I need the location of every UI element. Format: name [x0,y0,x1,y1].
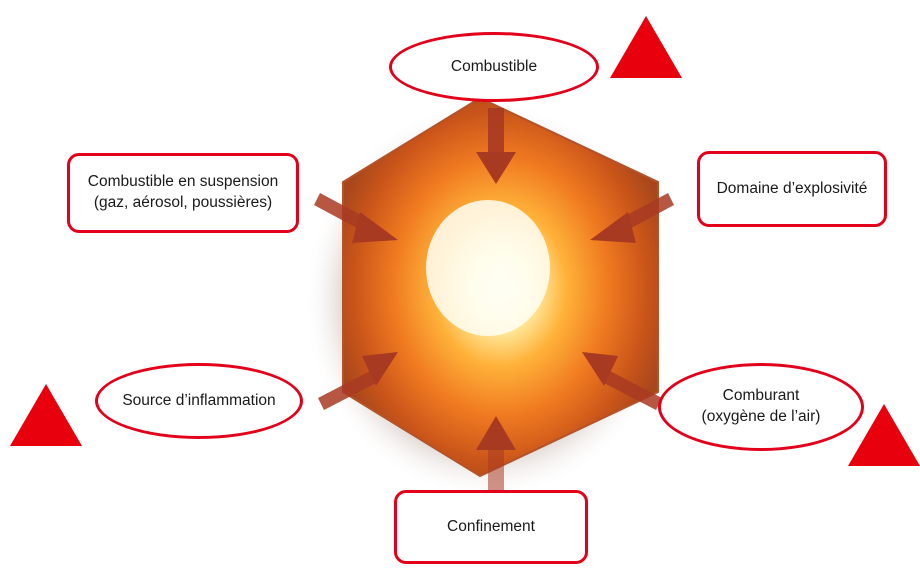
label-domaine-explosivite: Domaine d’explosivité [697,151,887,227]
label-comburant: Comburant (oxygène de l’air) [658,363,864,451]
red-triangle-right [848,404,920,466]
label-confinement: Confinement [394,490,588,564]
arrow-upper-left [314,193,398,243]
label-suspension-line1: Combustible en suspension [87,173,279,191]
arrow-lower-left [318,352,398,410]
arrow-top [476,108,516,184]
label-confinement-text: Confinement [447,517,535,535]
label-suspension-line2: (gaz, aérosol, poussières) [93,194,273,211]
label-domaine-text: Domaine d’explosivité [716,179,868,197]
label-combustible-text: Combustible [450,57,538,75]
label-source-text: Source d’inflammation [122,391,276,409]
label-combustible: Combustible [389,32,599,102]
arrow-upper-right [590,193,674,243]
red-triangle-top [610,16,682,78]
glow-core [426,200,550,336]
label-comburant-line1: Comburant [722,387,800,405]
label-combustible-suspension: Combustible en suspension (gaz, aérosol,… [67,153,299,233]
label-source-inflammation: Source d’inflammation [95,363,303,439]
label-comburant-line2: (oxygène de l’air) [701,408,821,425]
red-triangle-left [10,384,82,446]
arrow-bottom [476,416,516,492]
arrow-lower-right [582,352,662,410]
